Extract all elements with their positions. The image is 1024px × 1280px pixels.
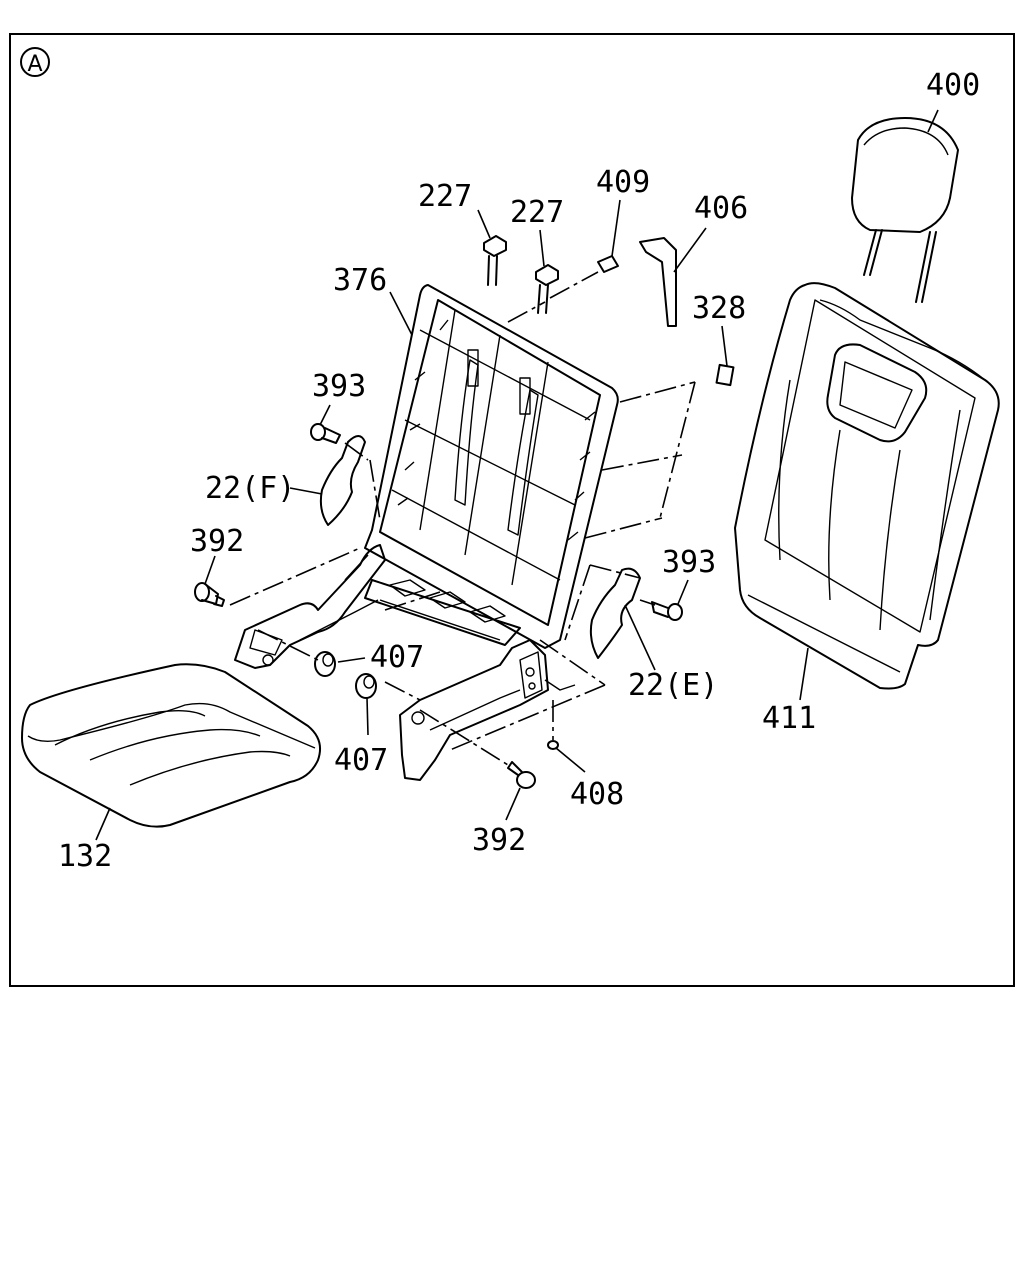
right-hinge-bracket (399, 639, 576, 781)
screw-393-left (310, 423, 341, 444)
left-hinge-bracket (234, 544, 386, 669)
label-392-right: 392 (472, 823, 526, 858)
screw-393-right (651, 601, 683, 621)
bushing-407-left (314, 651, 336, 677)
seat-cushion-132 (21, 663, 321, 828)
label-22f: 22(F) (205, 471, 295, 506)
cover-22e (589, 567, 641, 659)
label-328: 328 (692, 291, 746, 326)
label-227-left: 227 (418, 179, 472, 214)
label-393-right: 393 (662, 545, 716, 580)
seat-base-frame (364, 579, 521, 646)
bolt-227-left (483, 235, 507, 286)
nut-408 (547, 740, 559, 750)
part-labels: 400 227 227 409 406 376 328 393 22(F) 39… (58, 68, 980, 874)
label-407-left: 407 (370, 640, 424, 675)
label-400: 400 (926, 68, 980, 103)
label-407-right: 407 (334, 743, 388, 778)
label-393-left: 393 (312, 369, 366, 404)
label-132: 132 (58, 839, 112, 874)
view-marker-letter: A (27, 52, 42, 77)
view-marker: A (20, 47, 50, 77)
label-392-left: 392 (190, 524, 244, 559)
label-22e: 22(E) (628, 668, 718, 703)
label-376: 376 (333, 263, 387, 298)
leader-lines (95, 109, 939, 841)
cap-328 (715, 363, 735, 387)
seatback-frame-376 (364, 284, 619, 649)
assembly-lines (229, 271, 696, 766)
label-409: 409 (596, 165, 650, 200)
bushing-407-right (355, 673, 377, 699)
label-411: 411 (762, 701, 816, 736)
label-227-right: 227 (510, 195, 564, 230)
bracket-406 (639, 237, 677, 327)
clip-409 (597, 255, 619, 273)
headrest-400 (851, 117, 959, 303)
bolt-227-right (535, 264, 559, 314)
seatback-cover-411 (734, 282, 1000, 690)
bolt-392-right (507, 761, 536, 789)
label-408: 408 (570, 777, 624, 812)
bolt-392-left (194, 582, 225, 607)
label-406: 406 (694, 191, 748, 226)
diagram-frame (9, 33, 1015, 987)
cover-22f (319, 435, 366, 526)
